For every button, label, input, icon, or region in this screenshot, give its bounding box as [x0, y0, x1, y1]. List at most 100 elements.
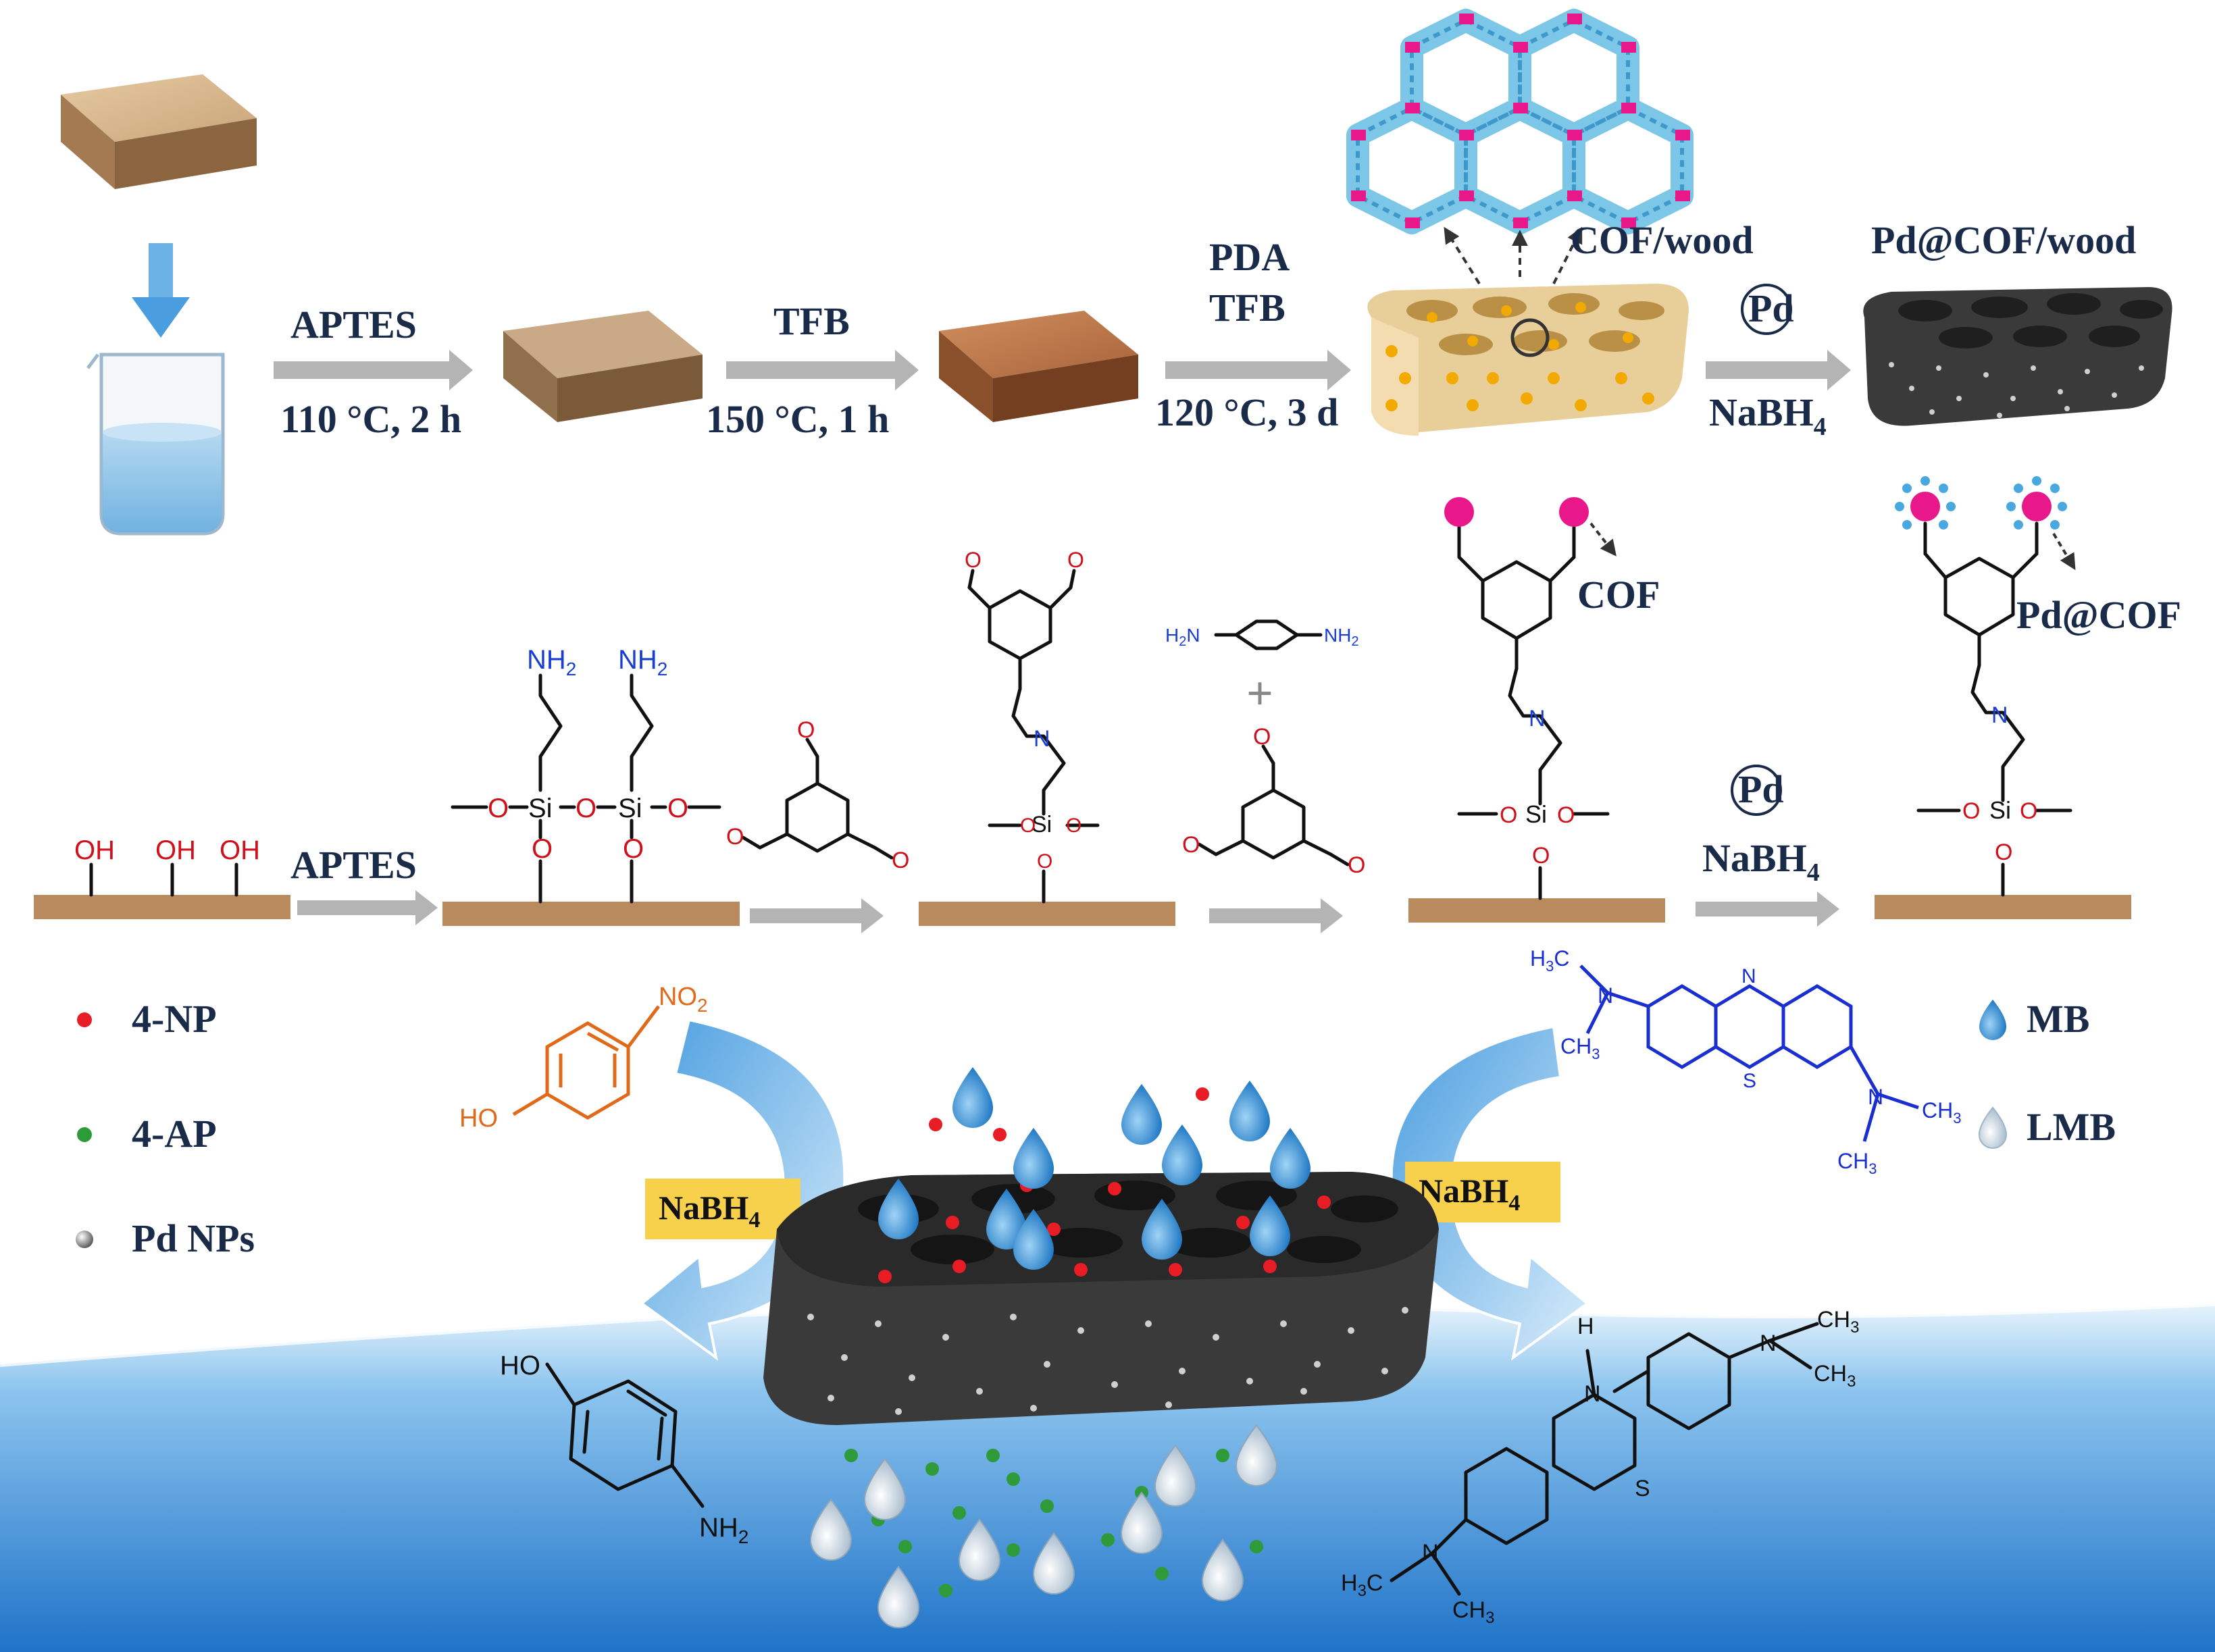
- legend-4np-dot: [77, 1012, 92, 1027]
- imine-n-label-2: N: [1529, 706, 1546, 731]
- o-label-g: O: [1066, 815, 1081, 837]
- mb-h3c-label: H3C: [1530, 946, 1569, 975]
- aptes-wood-block: [503, 311, 703, 422]
- raw-wood-block: [61, 74, 257, 189]
- pd-circle-middle: [1731, 765, 1782, 816]
- mb-ch3-right-1: CH3: [1922, 1098, 1961, 1127]
- oh-label-3: OH: [220, 835, 260, 865]
- pd-circle-top-label: Pd: [1748, 286, 1794, 330]
- o-label-a: O: [488, 794, 509, 823]
- o-label-m: O: [1532, 843, 1550, 869]
- substrate-cof: [1408, 525, 1665, 923]
- mb-drops: [878, 1067, 1310, 1270]
- tfb2-o-1: O: [1253, 724, 1271, 750]
- pda-nh2-label: NH2: [1324, 625, 1359, 649]
- legend-mb-label: MB: [2027, 997, 2089, 1041]
- 4-aminophenol-structure: [545, 1362, 705, 1508]
- o-label-p: O: [1995, 840, 2012, 865]
- mb-ch3-right-2: CH3: [1837, 1149, 1877, 1177]
- step4-reagent: NaBH4: [1709, 390, 1827, 441]
- cof-label-middle: COF: [1577, 573, 1660, 617]
- aptes-arrow-middle: [297, 890, 438, 925]
- o-label-j: O: [1067, 548, 1084, 572]
- pd-cof-wood-block: [1863, 287, 2172, 426]
- mb-nplus-label: N: [1868, 1085, 1883, 1109]
- nabh4-box-left: [645, 1179, 800, 1239]
- tfb-wood-block: [939, 311, 1138, 422]
- lmb-n-label: N: [1584, 1381, 1601, 1407]
- ho-label-bottom: HO: [500, 1351, 540, 1380]
- lmb-h3c-label: H3C: [1341, 1570, 1383, 1600]
- si-label-a: Si: [528, 794, 553, 823]
- step2-arrow: [726, 350, 919, 390]
- nh2-label-bottom: NH2: [699, 1513, 748, 1547]
- substrate-aminosilane: [442, 673, 740, 926]
- legend-4ap-dot: [77, 1127, 92, 1142]
- cof-honeycomb-structure: [1346, 9, 1694, 285]
- lmb-h-label: H: [1577, 1314, 1594, 1339]
- si-label-c: Si: [1032, 812, 1052, 837]
- mb-s-ring: S: [1743, 1070, 1756, 1092]
- nh2-label-a: NH2: [527, 645, 576, 679]
- imine-n-label-3: N: [1991, 702, 2008, 728]
- cof-node-2: [1559, 497, 1589, 527]
- tfb-molecule: [741, 738, 894, 860]
- legend-4np-label: 4-NP: [132, 997, 217, 1041]
- substrate-pd-cof: [1875, 521, 2131, 919]
- tfb-o-2: O: [726, 824, 744, 850]
- down-arrow-icon: [132, 243, 190, 338]
- pd-circle-middle-label: Pd: [1738, 767, 1784, 811]
- beaker-icon: [86, 353, 225, 536]
- step1-condition: 110 °C, 2 h: [280, 397, 461, 441]
- pd-cof-wood-label: Pd@COF/wood: [1871, 218, 2136, 262]
- step2-condition: 150 °C, 1 h: [706, 397, 889, 441]
- legend-mb-drop: [1979, 1000, 2006, 1040]
- o-label-d: O: [532, 834, 553, 864]
- legend-pd-nps-dot: [76, 1231, 93, 1248]
- nabh4-label-left: NaBH4: [659, 1189, 760, 1233]
- tfb2-o-2: O: [1182, 832, 1200, 858]
- o-label-h: O: [1037, 850, 1052, 873]
- legend-4ap-label: 4-AP: [132, 1112, 217, 1156]
- step3-arrow: [1165, 350, 1351, 390]
- step3-reagent-tfb: TFB: [1209, 286, 1285, 330]
- pd-cof-wood-catalyst: [763, 1172, 1439, 1425]
- legend-pd-nps-label: Pd NPs: [132, 1216, 255, 1260]
- water-surface: [0, 1303, 2215, 1652]
- tfb2-o-3: O: [1348, 852, 1365, 878]
- step3-reagent-pda: PDA: [1209, 235, 1290, 279]
- arrow-middle-3: [1209, 898, 1343, 933]
- nabh4-middle: NaBH4: [1702, 836, 1820, 887]
- o-label-k: O: [1500, 802, 1517, 828]
- step3-condition: 120 °C, 3 d: [1155, 390, 1338, 434]
- mb-n-ring: N: [1741, 965, 1756, 987]
- tfb-o-3: O: [892, 848, 909, 873]
- step2-reagent: TFB: [773, 299, 850, 343]
- lmb-ch3-right-2: CH3: [1814, 1361, 1856, 1391]
- legend-lmb-drop: [1978, 1106, 2008, 1149]
- pda-h2n-label: H2N: [1165, 625, 1200, 649]
- o-label-b: O: [576, 794, 596, 823]
- si-label-b: Si: [618, 794, 642, 823]
- nabh4-label-right: NaBH4: [1419, 1172, 1520, 1216]
- arrow-middle-2: [750, 898, 884, 933]
- o-label-n: O: [1962, 798, 1980, 824]
- aptes-label-middle: APTES: [290, 843, 417, 887]
- arrow-middle-4: [1696, 892, 1839, 927]
- pd-cof-dashed-pointer: [2052, 532, 2076, 571]
- o-label-l: O: [1557, 802, 1575, 828]
- nh2-label-b: NH2: [618, 645, 667, 679]
- imine-n-label: N: [1034, 726, 1050, 752]
- pd-cof-label-middle: Pd@COF: [2016, 593, 2181, 637]
- 4-nitrophenol-structure: [512, 1005, 660, 1120]
- plus-sign: +: [1246, 668, 1273, 720]
- mb-n-left: N: [1598, 983, 1613, 1008]
- step4-arrow: [1706, 350, 1851, 390]
- cof-wood-block: [1367, 284, 1689, 436]
- legend-lmb-label: LMB: [2027, 1105, 2116, 1149]
- no2-label: NO2: [659, 983, 708, 1016]
- oh-label-2: OH: [155, 835, 196, 865]
- lmb-s-label: S: [1635, 1476, 1650, 1501]
- cof-node-1: [1444, 497, 1474, 527]
